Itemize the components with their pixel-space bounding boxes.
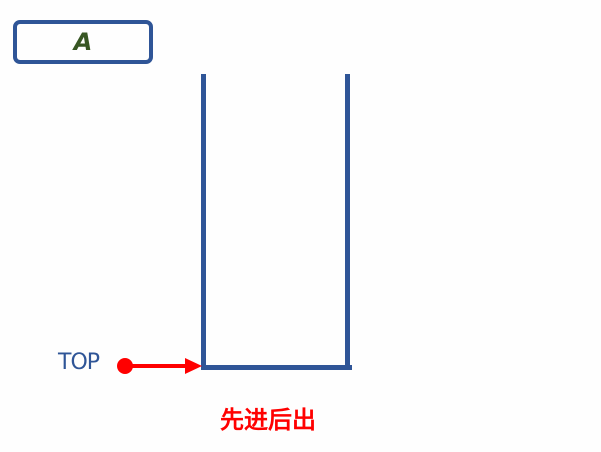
stack-name-box: A — [13, 20, 153, 64]
stack-caption: 先进后出 — [220, 406, 316, 434]
stack-right-wall — [345, 74, 350, 370]
stack-left-wall — [201, 74, 206, 370]
stack-bottom — [201, 365, 352, 370]
top-pointer-label: TOP — [58, 350, 100, 375]
stack-name: A — [73, 28, 93, 56]
top-pointer-arrow-icon — [117, 358, 202, 374]
